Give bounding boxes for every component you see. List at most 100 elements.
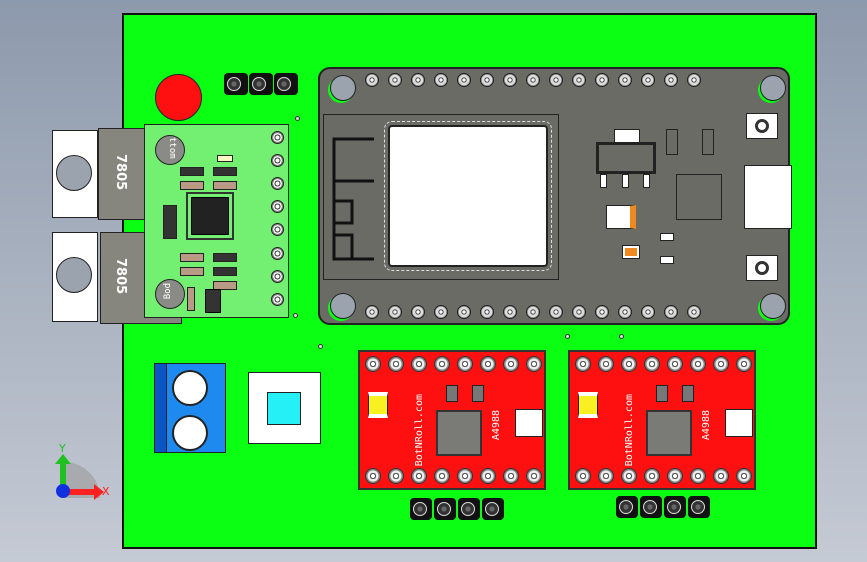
x-axis-label: X xyxy=(102,485,110,498)
resistor xyxy=(213,281,237,290)
ic-chip xyxy=(191,197,229,235)
mounting-hole xyxy=(330,75,356,101)
esp32-pin xyxy=(411,73,425,87)
driver-pin xyxy=(713,468,729,484)
driver-pin xyxy=(736,468,752,484)
driver-pin xyxy=(480,356,496,372)
esp32-pin xyxy=(388,305,402,319)
chip-label: A4988 xyxy=(701,410,712,441)
capacitor xyxy=(622,245,640,259)
esp32-pin xyxy=(595,305,609,319)
esp32-pin xyxy=(388,73,402,87)
driver-pin xyxy=(411,356,427,372)
capacitor xyxy=(606,205,636,229)
antenna-trace xyxy=(332,137,374,261)
esp32-board[interactable] xyxy=(318,67,792,325)
pin-pad xyxy=(271,247,284,260)
driver-pin xyxy=(736,356,752,372)
driver-pin xyxy=(644,356,660,372)
resistor xyxy=(446,385,458,402)
y-axis-label: Y xyxy=(59,442,66,455)
brand-label: BotNRoll.com xyxy=(624,394,635,467)
resistor xyxy=(180,253,204,262)
esp32-pin xyxy=(595,73,609,87)
esp32-pin xyxy=(572,305,586,319)
resistor xyxy=(660,233,674,241)
header-4pin[interactable] xyxy=(410,498,506,522)
stepper-driver-1[interactable]: BotNRoll.com A4988 xyxy=(358,350,546,490)
stepper-driver-2[interactable]: BotNRoll.com A4988 xyxy=(568,350,756,490)
driver-pin xyxy=(411,468,427,484)
driver-pin xyxy=(598,468,614,484)
esp32-pin xyxy=(641,73,655,87)
mounting-hole xyxy=(330,293,356,319)
micro-usb-port[interactable] xyxy=(744,165,792,229)
driver-pin xyxy=(575,356,591,372)
regulator-1[interactable]: 7805 xyxy=(52,126,180,221)
trim-potentiometer[interactable] xyxy=(725,409,753,437)
driver-pin xyxy=(575,468,591,484)
esp32-pin xyxy=(480,305,494,319)
esp32-pin xyxy=(664,305,678,319)
header-pin xyxy=(249,73,273,95)
esp32-pin xyxy=(526,305,540,319)
header-4pin[interactable] xyxy=(616,496,712,520)
via xyxy=(293,313,298,318)
trim-potentiometer[interactable] xyxy=(515,409,543,437)
driver-pin xyxy=(434,356,450,372)
led-red[interactable] xyxy=(155,74,202,121)
driver-pin xyxy=(621,356,637,372)
resistor xyxy=(213,253,237,262)
driver-pin xyxy=(457,356,473,372)
chip-label: A4988 xyxy=(491,410,502,441)
en-button[interactable] xyxy=(746,113,778,139)
capacitor xyxy=(155,135,185,165)
boot-button[interactable] xyxy=(746,255,778,281)
driver-pin xyxy=(503,356,519,372)
terminal-side xyxy=(155,364,167,452)
pin-pad xyxy=(271,177,284,190)
y-axis-arrow xyxy=(60,462,66,490)
driver-pin xyxy=(598,356,614,372)
terminal-screw[interactable] xyxy=(172,415,208,451)
regulator-label: 7805 xyxy=(113,154,128,191)
pin-pad xyxy=(271,223,284,236)
driver-pin xyxy=(667,468,683,484)
via xyxy=(295,116,300,121)
esp32-pin xyxy=(411,305,425,319)
wroom-module xyxy=(323,114,559,280)
shield-can xyxy=(384,121,552,271)
button-cap xyxy=(755,119,769,133)
regulator-label: 7805 xyxy=(113,258,128,295)
driver-pin xyxy=(667,356,683,372)
driver-ic xyxy=(646,410,692,456)
driver-pin xyxy=(526,356,542,372)
esp32-pin xyxy=(457,305,471,319)
transistor xyxy=(205,289,221,313)
resistor xyxy=(213,267,237,276)
resistor xyxy=(656,385,668,402)
pin-pad xyxy=(271,131,284,144)
pin-pad xyxy=(271,200,284,213)
header-pin xyxy=(616,496,638,518)
via xyxy=(565,334,570,339)
driver-pin xyxy=(365,356,381,372)
header-3pin[interactable] xyxy=(224,73,298,97)
led-smd xyxy=(217,155,233,162)
header-pin xyxy=(224,73,248,95)
resistor xyxy=(213,181,237,190)
header-pin xyxy=(458,498,480,520)
mosfet-module[interactable]: ttom Bod xyxy=(144,124,289,318)
driver-pin xyxy=(690,356,706,372)
terminal-screw[interactable] xyxy=(172,370,208,406)
slide-switch[interactable] xyxy=(248,372,321,444)
esp32-pin xyxy=(687,305,701,319)
driver-pin xyxy=(713,356,729,372)
terminal-block[interactable] xyxy=(154,363,226,453)
pin-pad xyxy=(271,293,284,306)
resistor xyxy=(180,167,204,176)
switch-actuator xyxy=(267,392,301,425)
reg-leg xyxy=(622,174,629,188)
driver-pin xyxy=(644,468,660,484)
resistor xyxy=(472,385,484,402)
